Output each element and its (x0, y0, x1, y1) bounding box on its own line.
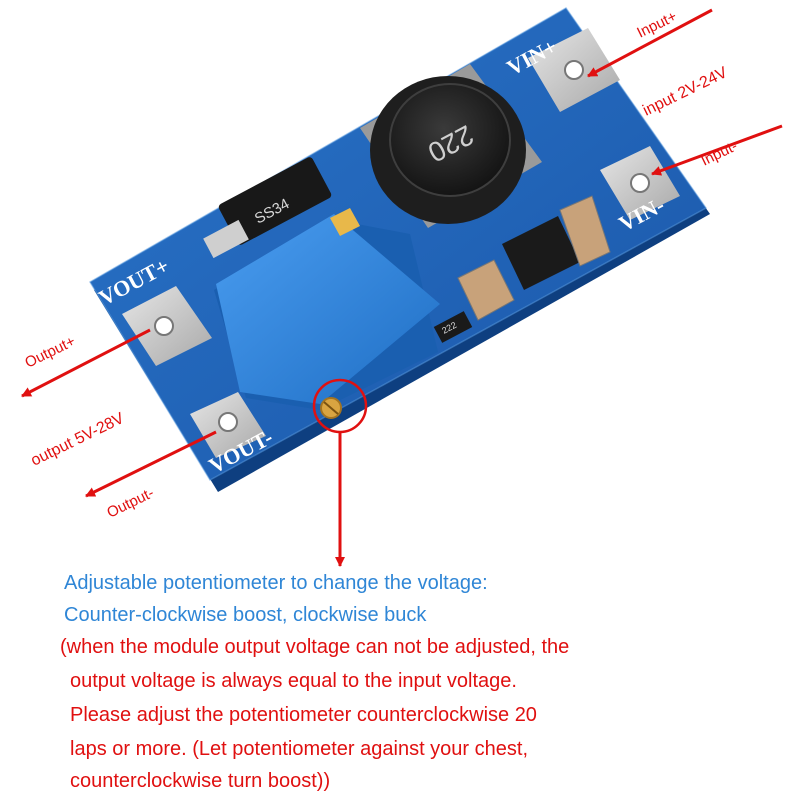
caption-note-line: output voltage is always equal to the in… (70, 670, 517, 692)
output-plus-arrow (21, 328, 151, 398)
annotation-arrows (21, 8, 783, 567)
inductor-component: 220 (360, 64, 542, 228)
caption-note-line: counterclockwise turn boost)) (70, 770, 331, 792)
output-range-label: output 5V-28V (28, 410, 127, 470)
output-plus-label: Output+ (22, 333, 78, 372)
vout-plus-pad (122, 286, 212, 366)
input-range-label: input 2V-24V (640, 64, 730, 120)
potentiometer-component (214, 208, 440, 410)
adjustment-screw (320, 397, 342, 419)
input-minus-arrow (651, 124, 783, 176)
smd-components: 222 (433, 195, 611, 343)
input-plus-arrow (587, 8, 713, 78)
terminal-pads (122, 28, 680, 458)
caption-title: Adjustable potentiometer to change the v… (64, 572, 488, 594)
output-minus-arrow (85, 430, 217, 498)
caption-direction: Counter-clockwise boost, clockwise buck (64, 604, 427, 626)
output-minus-label: Output- (104, 484, 156, 521)
vout-minus-pad (190, 392, 266, 458)
diode-component: SS34 (203, 157, 332, 259)
caption-note-line: (when the module output voltage can not … (60, 636, 570, 658)
input-plus-label: Input+ (634, 8, 680, 42)
caption-note-line: Please adjust the potentiometer counterc… (70, 704, 537, 726)
vin-minus-pad (600, 146, 680, 220)
vin-plus-pad (528, 28, 620, 112)
input-minus-label: Input- (698, 137, 740, 169)
caption-note-line: laps or more. (Let potentiometer against… (70, 738, 529, 760)
